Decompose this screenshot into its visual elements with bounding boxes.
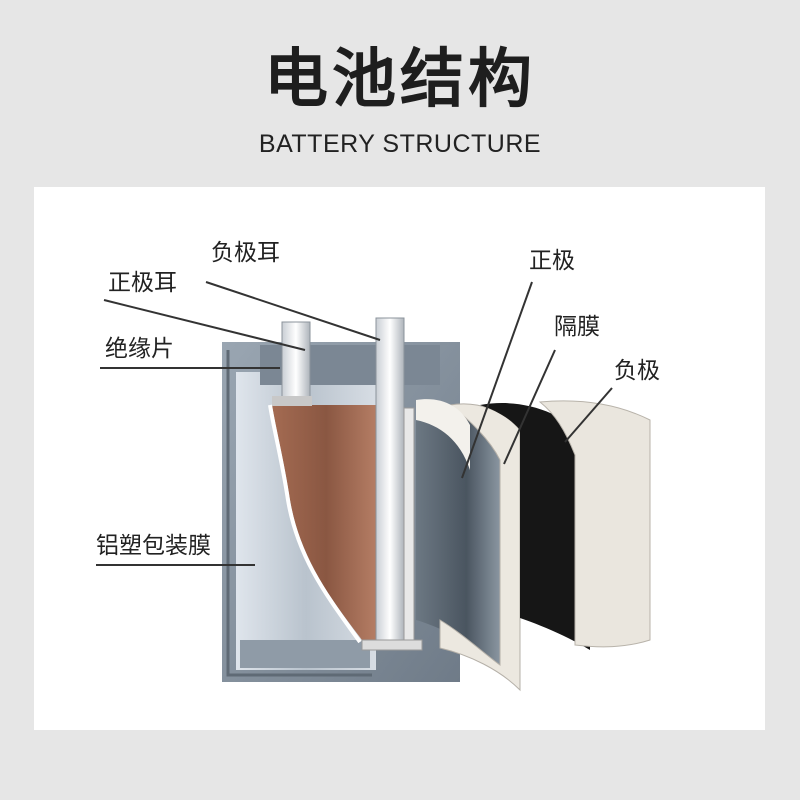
leader-positive xyxy=(461,281,533,479)
leader-negative-tab xyxy=(205,281,381,341)
label-positive-tab: 正极耳 xyxy=(108,270,177,296)
label-separator: 隔膜 xyxy=(554,314,600,340)
page-subtitle: BATTERY STRUCTURE xyxy=(258,130,542,158)
peeled-layers xyxy=(416,399,651,692)
tabs xyxy=(272,317,405,641)
leader-lines xyxy=(96,281,613,566)
insulation-strip xyxy=(403,407,415,645)
label-negative-tab: 负极耳 xyxy=(211,240,280,266)
label-aluminum-plastic-film: 铝塑包装膜 xyxy=(96,533,211,559)
leader-separator xyxy=(503,349,556,465)
label-insulation-sheet: 绝缘片 xyxy=(105,336,174,362)
leader-negative xyxy=(564,387,613,443)
label-negative-electrode: 负极 xyxy=(614,358,660,384)
label-positive-electrode: 正极 xyxy=(529,248,575,274)
positive-material xyxy=(268,404,380,644)
leader-positive-tab xyxy=(103,299,306,351)
page-title: 电池结构 xyxy=(264,43,536,117)
